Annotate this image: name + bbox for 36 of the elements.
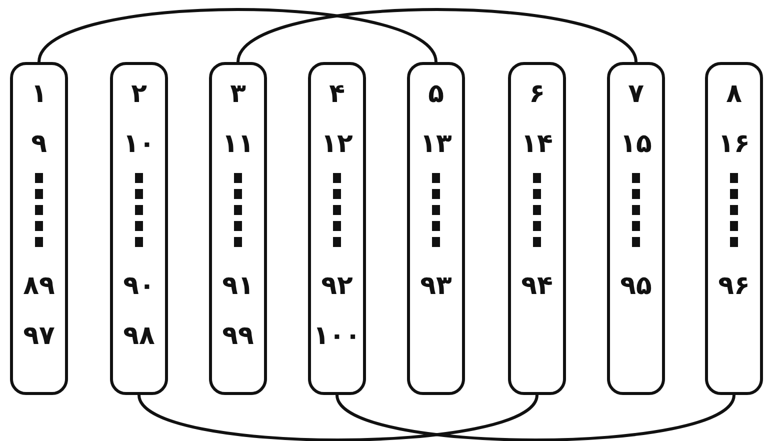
- number: ۱: [31, 78, 47, 111]
- number: ۹۶: [718, 270, 750, 303]
- number: ۱۱: [222, 128, 254, 161]
- number: ۹۳: [420, 270, 452, 303]
- number: ۱۰۰: [313, 320, 361, 353]
- number: ۱۶: [718, 128, 750, 161]
- number-column: [407, 62, 465, 395]
- number: ۹۹: [222, 320, 254, 353]
- number: ۹۴: [521, 270, 553, 303]
- number-column: [705, 62, 763, 395]
- number: ۴: [329, 78, 345, 111]
- number: ۹۰: [123, 270, 155, 303]
- number-column: [508, 62, 566, 395]
- number: ۹۲: [321, 270, 353, 303]
- number-column: [607, 62, 665, 395]
- number-column: [308, 62, 366, 395]
- number: ۱۲: [321, 128, 353, 161]
- number: ۹۱: [222, 270, 254, 303]
- number: ۹۵: [620, 270, 652, 303]
- number: ۵: [428, 78, 444, 111]
- number: ۹: [31, 128, 47, 161]
- number-column: [110, 62, 168, 395]
- number-column: [209, 62, 267, 395]
- number: ۶: [529, 78, 545, 111]
- number: ۱۰: [123, 128, 155, 161]
- number: ۱۵: [620, 128, 652, 161]
- number-column: [10, 62, 68, 395]
- number: ۸: [726, 78, 742, 111]
- number: ۱۴: [521, 128, 553, 161]
- number: ۱۳: [420, 128, 452, 161]
- number: ۸۹: [23, 270, 55, 303]
- number: ۷: [628, 78, 644, 111]
- number: ۳: [230, 78, 246, 111]
- number: ۹۸: [123, 320, 155, 353]
- number: ۹۷: [23, 320, 55, 353]
- number: ۲: [131, 78, 147, 111]
